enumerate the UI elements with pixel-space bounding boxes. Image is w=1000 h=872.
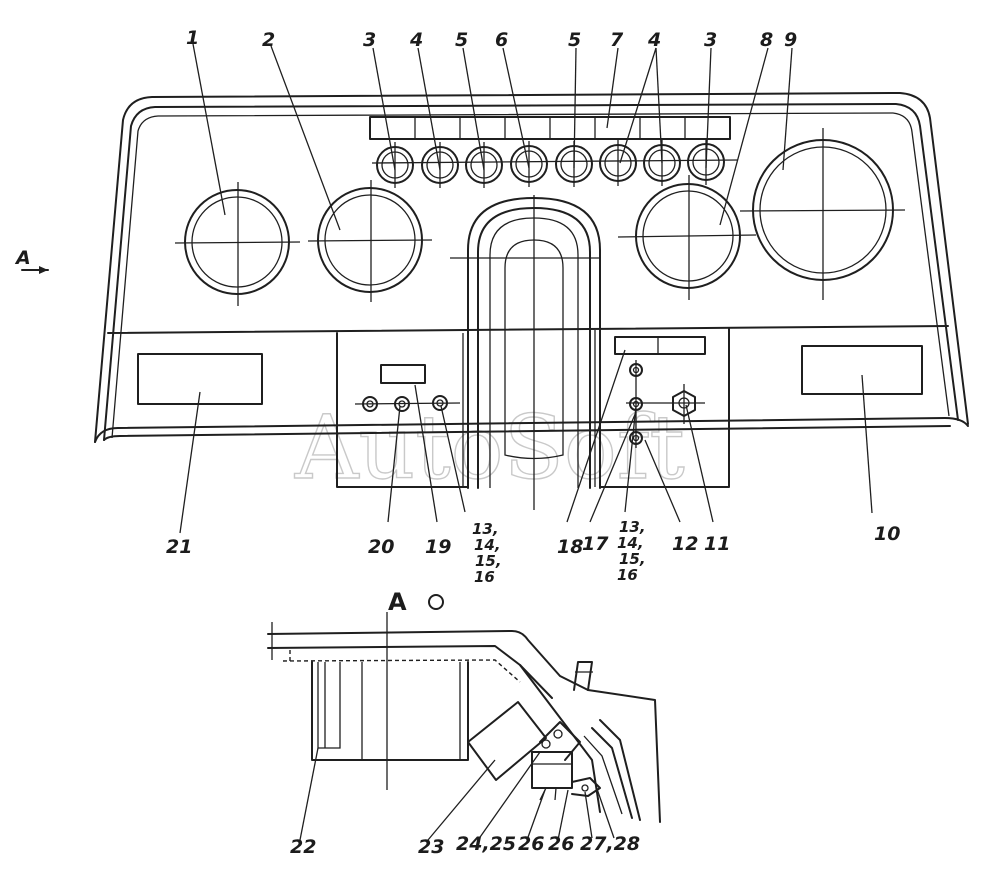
label-17: 17 [582,533,609,555]
label-24-25: 24,25 [456,833,516,855]
label-6: 6 [495,29,508,51]
rotation-symbol [428,594,444,610]
small-gauge-row [371,139,739,188]
label-22: 22 [290,836,316,858]
label-4: 4 [409,29,423,51]
panel-outline [94,92,969,443]
view-arrow: A [14,247,49,274]
warning-lamp-strip [369,116,731,140]
svg-text:14,: 14, [617,534,644,552]
gauge-8 [617,175,757,300]
label-19: 19 [425,536,451,558]
label-2: 2 [262,29,275,51]
right-side-panel [801,345,923,395]
label-3: 3 [363,29,376,51]
label-21: 21 [166,536,192,558]
left-switch-group [354,364,461,412]
small-gauge-6 [599,140,637,186]
section-leader-lines [299,747,615,841]
label-11: 11 [704,533,730,555]
label-3-second: 3 [704,29,717,51]
label-13-16-left: 13, 14, 15, 16 [472,520,502,586]
label-9: 9 [784,29,797,51]
small-gauge-4 [510,141,548,187]
label-26-second: 26 [548,833,574,855]
gauge-2 [307,180,433,302]
label-5-second: 5 [568,29,581,51]
label-20: 20 [368,536,394,558]
label-7: 7 [610,29,624,51]
label-18: 18 [557,536,583,558]
small-gauge-2 [421,142,459,188]
label-23: 23 [418,836,444,858]
label-10: 10 [874,523,900,545]
gauge-1 [174,182,301,306]
section-view-a: A [267,588,661,823]
label-26: 26 [518,833,544,855]
label-8: 8 [760,29,773,51]
svg-text:16: 16 [474,568,495,586]
svg-text:15,: 15, [619,550,646,568]
svg-text:13,: 13, [472,520,499,538]
svg-text:14,: 14, [474,536,501,554]
svg-text:15,: 15, [475,552,502,570]
svg-text:16: 16 [617,566,638,584]
steering-column-cutout [450,195,601,510]
label-27-28: 27,28 [580,833,640,855]
gauge-9 [739,128,906,300]
small-gauge-1 [376,142,414,188]
label-13-16-right: 13, 14, 15, 16 [617,518,646,584]
small-gauge-3 [465,142,503,188]
leader-lines [179,43,873,534]
lower-console [336,327,730,488]
section-title: A [388,588,407,616]
label-1: 1 [186,27,199,49]
left-side-panel [137,353,263,405]
label-12: 12 [672,533,698,555]
label-4-second: 4 [647,29,661,51]
label-5: 5 [455,29,468,51]
svg-text:A: A [14,247,31,269]
svg-text:13,: 13, [619,518,646,536]
